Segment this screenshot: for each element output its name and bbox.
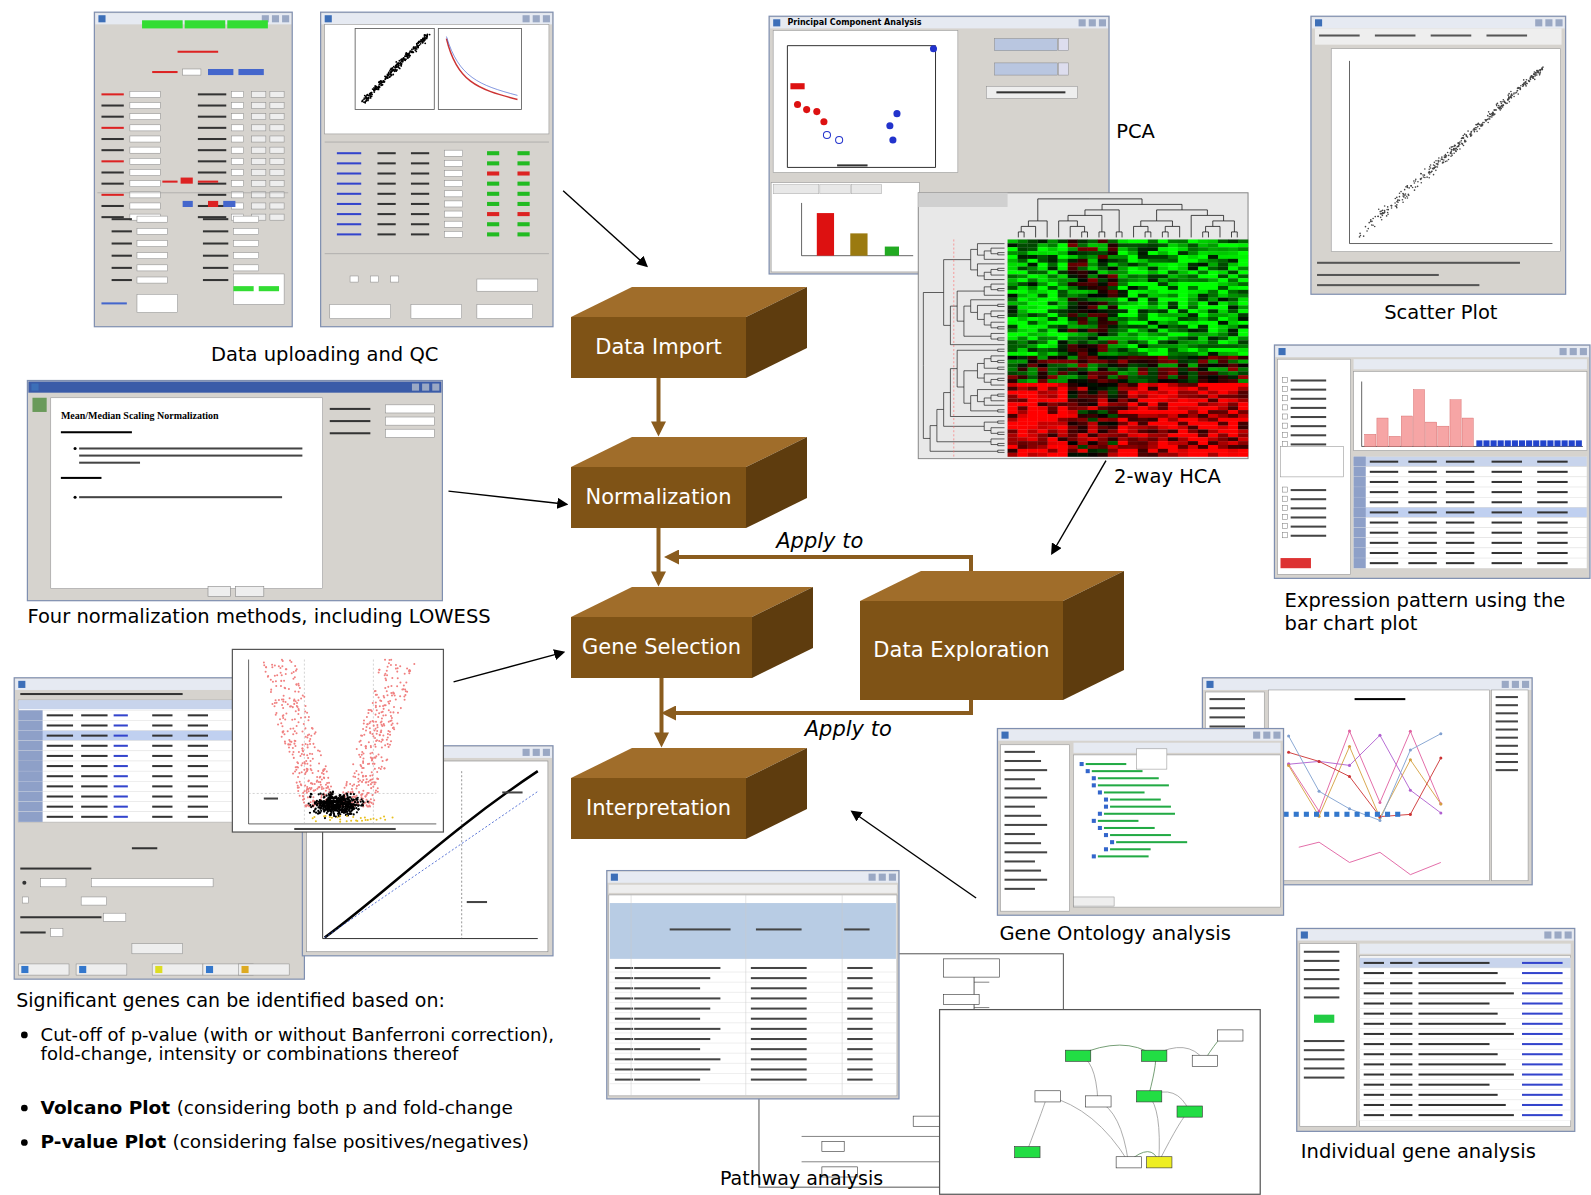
stage: Data ImportNormalizationGene SelectionDa… <box>0 0 1591 1195</box>
